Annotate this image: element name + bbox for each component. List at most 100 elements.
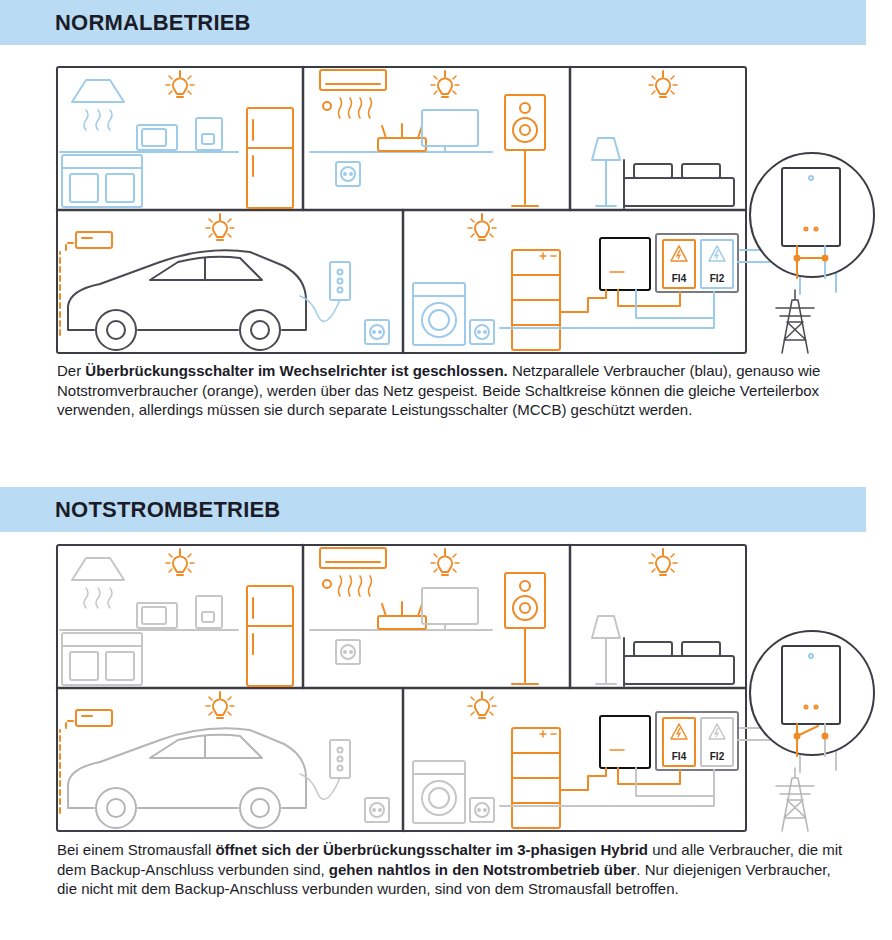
light-ray: [490, 234, 493, 237]
light-ray: [190, 562, 194, 564]
terminal-dot: [805, 706, 808, 709]
speaker-woofer: [513, 596, 537, 620]
battery-minus: [551, 733, 556, 735]
backup-wire: [66, 243, 76, 250]
status-led: [809, 176, 813, 180]
tv-stand: [444, 146, 446, 152]
washer-door: [422, 303, 456, 337]
warning-triangle: [709, 724, 725, 739]
kitchen-counter: [60, 151, 238, 153]
wallbox-light: [338, 748, 343, 753]
speaker-woofer: [513, 118, 537, 142]
section-title: NOTSTROMBETRIEB: [55, 497, 280, 523]
wallbox-light: [338, 270, 343, 275]
light-ray: [649, 562, 653, 564]
socket-face: [341, 167, 355, 181]
charging-cable: [300, 296, 340, 321]
air-wave: [359, 576, 362, 596]
router: [378, 138, 426, 151]
backup-wire: [618, 768, 680, 784]
battery-module: [512, 802, 560, 804]
caption-paragraph: Bei einem Stromausfall öffnet sich der Ü…: [57, 840, 847, 899]
battery-wire: [560, 290, 606, 312]
light-ray: [209, 712, 212, 715]
stove: [62, 633, 142, 685]
fridge-handle: [252, 120, 254, 140]
breaker-panel: [656, 234, 738, 292]
socket-pin: [379, 331, 381, 333]
wallbox: [330, 740, 350, 778]
speaker-cone: [520, 603, 530, 613]
battery-module: [512, 752, 560, 754]
breaker-box: FI4: [662, 717, 696, 767]
room-wall: [569, 67, 572, 210]
section-title: NORMALBETRIEB: [55, 10, 251, 36]
wallbox-light: [338, 757, 343, 762]
wallbox-light: [338, 766, 343, 771]
light-ray: [188, 569, 191, 572]
light-ray: [468, 705, 472, 707]
coffee-cup: [202, 612, 214, 622]
emphasis-text: öffnet sich der Überbrückungsschalter im…: [215, 841, 648, 858]
floor-wall: [57, 209, 746, 212]
car-hub: [107, 321, 125, 339]
speaker-tweeter: [520, 103, 530, 113]
battery-plus: [542, 253, 544, 259]
air-wave: [349, 576, 352, 596]
battery-module: [512, 777, 560, 779]
oven-door: [106, 174, 134, 202]
light-ray: [206, 227, 210, 229]
bulb-base: [177, 96, 183, 98]
warning-triangle: [671, 246, 687, 261]
floor-lamp-shade: [592, 616, 620, 638]
steam-line: [108, 110, 112, 130]
lamp-cord: [179, 549, 181, 555]
light-ray: [230, 705, 234, 707]
light-ray: [453, 569, 456, 572]
room-wall: [569, 545, 572, 688]
fridge: [247, 586, 293, 686]
section-band: NOTSTROMBETRIEB: [0, 487, 866, 532]
steam-line: [96, 110, 100, 130]
light-ray: [453, 91, 456, 94]
light-bulb: [475, 699, 489, 715]
terminal-dot: [815, 228, 818, 231]
light-ray: [434, 91, 437, 94]
breaker-label: FI2: [710, 751, 724, 762]
steam-line: [84, 110, 88, 130]
router: [378, 616, 426, 629]
speaker-base: [512, 205, 538, 207]
house-scene: [57, 67, 874, 353]
emphasis-text: gehen nahtlos in den Notstrombetrieb übe…: [329, 861, 637, 878]
grid-wire: [636, 290, 714, 318]
zoom-grid-wire: [824, 724, 826, 756]
air-wave: [339, 576, 342, 596]
coffee-machine: [196, 596, 222, 628]
light-bulb: [213, 221, 227, 237]
socket-face: [475, 325, 489, 339]
pillow: [634, 642, 672, 656]
speaker-base: [512, 683, 538, 685]
light-ray: [490, 219, 493, 222]
car-wheel: [240, 310, 280, 350]
microwave-window: [142, 607, 166, 624]
air-conditioner: [320, 548, 386, 568]
battery-minus: [551, 255, 556, 257]
socket-face: [370, 325, 384, 339]
car-body: [68, 250, 306, 330]
light-bulb: [173, 556, 187, 572]
bolt: [715, 250, 718, 259]
wallbox-light: [338, 279, 343, 284]
sun-symbol: [323, 580, 331, 588]
floor-lamp-shade: [592, 138, 620, 160]
car-pillar: [204, 736, 206, 758]
light-ray: [453, 554, 456, 557]
speaker: [505, 573, 545, 628]
wallbox-light: [338, 288, 343, 293]
light-ray: [649, 84, 653, 86]
light-ray: [671, 76, 674, 79]
breaker-label: FI4: [672, 751, 686, 762]
wall-socket: [336, 640, 360, 664]
lamp-cord: [662, 71, 664, 77]
